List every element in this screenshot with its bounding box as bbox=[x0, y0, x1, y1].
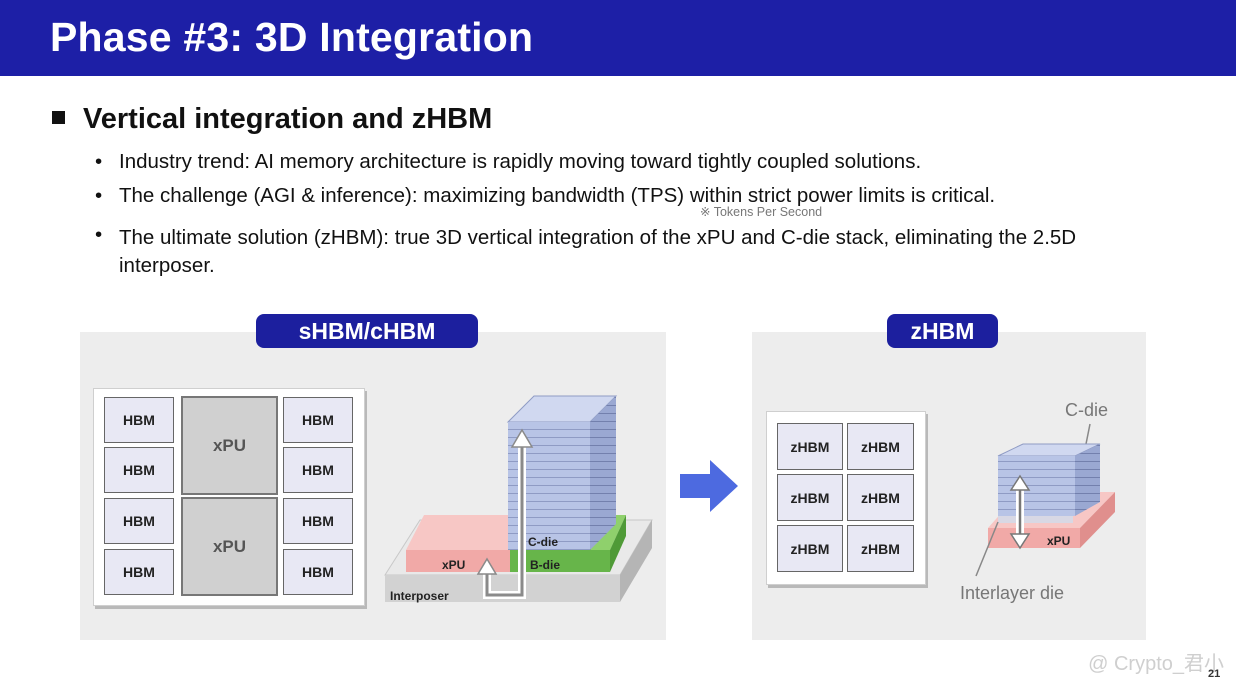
cdie-pointer bbox=[1085, 423, 1091, 445]
zhbm-cell: zHBM bbox=[847, 525, 914, 572]
title-bar: Phase #3: 3D Integration bbox=[0, 0, 1236, 76]
hbm-cell: HBM bbox=[283, 397, 353, 443]
arrow-up-icon bbox=[510, 428, 534, 448]
interlayer-pointer bbox=[975, 521, 999, 577]
interposer-side bbox=[620, 520, 652, 602]
xpu-die-side bbox=[1080, 492, 1115, 548]
interposer-label: Interposer bbox=[390, 589, 449, 603]
hbm-cell: HBM bbox=[104, 447, 174, 493]
page-number: 21 bbox=[1208, 668, 1221, 680]
arrow-up-icon bbox=[476, 557, 498, 575]
square-bullet-icon bbox=[52, 111, 65, 124]
cdie-side bbox=[1075, 444, 1100, 516]
bdie-side bbox=[610, 515, 626, 572]
hbm-cell: HBM bbox=[104, 498, 174, 544]
hbm-cell: HBM bbox=[283, 447, 353, 493]
shbm-chbm-label: sHBM/cHBM bbox=[256, 314, 478, 348]
section-heading-text: Vertical integration and zHBM bbox=[83, 103, 493, 135]
hbm-cell: HBM bbox=[104, 549, 174, 595]
bullet-item: Industry trend: AI memory architecture i… bbox=[95, 145, 1175, 179]
zhbm-cell: zHBM bbox=[847, 423, 914, 470]
arrow-down-icon bbox=[1009, 533, 1031, 550]
bullet-item: The ultimate solution (zHBM): true 3D ve… bbox=[95, 221, 1175, 280]
section-heading: Vertical integration and zHBM bbox=[52, 103, 492, 136]
interlayer-label: Interlayer die bbox=[960, 583, 1064, 603]
zhbm-cell: zHBM bbox=[777, 525, 843, 572]
xpu-label: xPU bbox=[442, 558, 465, 572]
zhbm-package-grid: zHBM zHBM zHBM zHBM zHBM zHBM bbox=[766, 411, 926, 585]
arrow-up-icon bbox=[1009, 474, 1031, 491]
xpu-die-top bbox=[406, 515, 528, 550]
interlayer-die bbox=[998, 514, 1073, 523]
zhbm-label: zHBM bbox=[887, 314, 998, 348]
bullet-item: The challenge (AGI & inference): maximiz… bbox=[95, 179, 1175, 213]
bdie-front bbox=[510, 550, 610, 572]
xpu-die: xPU bbox=[181, 497, 278, 596]
bdie-label: B-die bbox=[530, 558, 560, 572]
zhbm-cell: zHBM bbox=[777, 474, 843, 521]
footnote: ※ Tokens Per Second bbox=[700, 205, 823, 219]
hbm-cell: HBM bbox=[104, 397, 174, 443]
hbm-cell: HBM bbox=[283, 498, 353, 544]
hbm-cell: HBM bbox=[283, 549, 353, 595]
shbm-stack-diagram: Interposer xPU B-die C-die bbox=[384, 395, 653, 603]
zhbm-cell: zHBM bbox=[777, 423, 843, 470]
data-path bbox=[485, 445, 524, 597]
arrow-right-icon bbox=[680, 460, 738, 512]
cdie-label: C-die bbox=[528, 535, 558, 549]
xpu-die: xPU bbox=[181, 396, 278, 495]
xpu-label: xPU bbox=[1047, 534, 1070, 548]
interposer-front bbox=[385, 575, 620, 602]
slide-title: Phase #3: 3D Integration bbox=[50, 14, 534, 60]
cdie-front bbox=[998, 456, 1075, 516]
hbm-package-grid: HBM HBM HBM HBM xPU xPU HBM HBM HBM HBM bbox=[93, 388, 365, 606]
cdie-side bbox=[590, 396, 616, 550]
watermark: @ Crypto_君小 bbox=[1088, 653, 1224, 675]
zhbm-cell: zHBM bbox=[847, 474, 914, 521]
cdie-label: C-die bbox=[1065, 400, 1108, 420]
xpu-die-front bbox=[988, 528, 1080, 548]
bullet-list: Industry trend: AI memory architecture i… bbox=[95, 145, 1175, 280]
zhbm-stack-diagram: C-die xPU Interlayer die bbox=[960, 400, 1115, 603]
